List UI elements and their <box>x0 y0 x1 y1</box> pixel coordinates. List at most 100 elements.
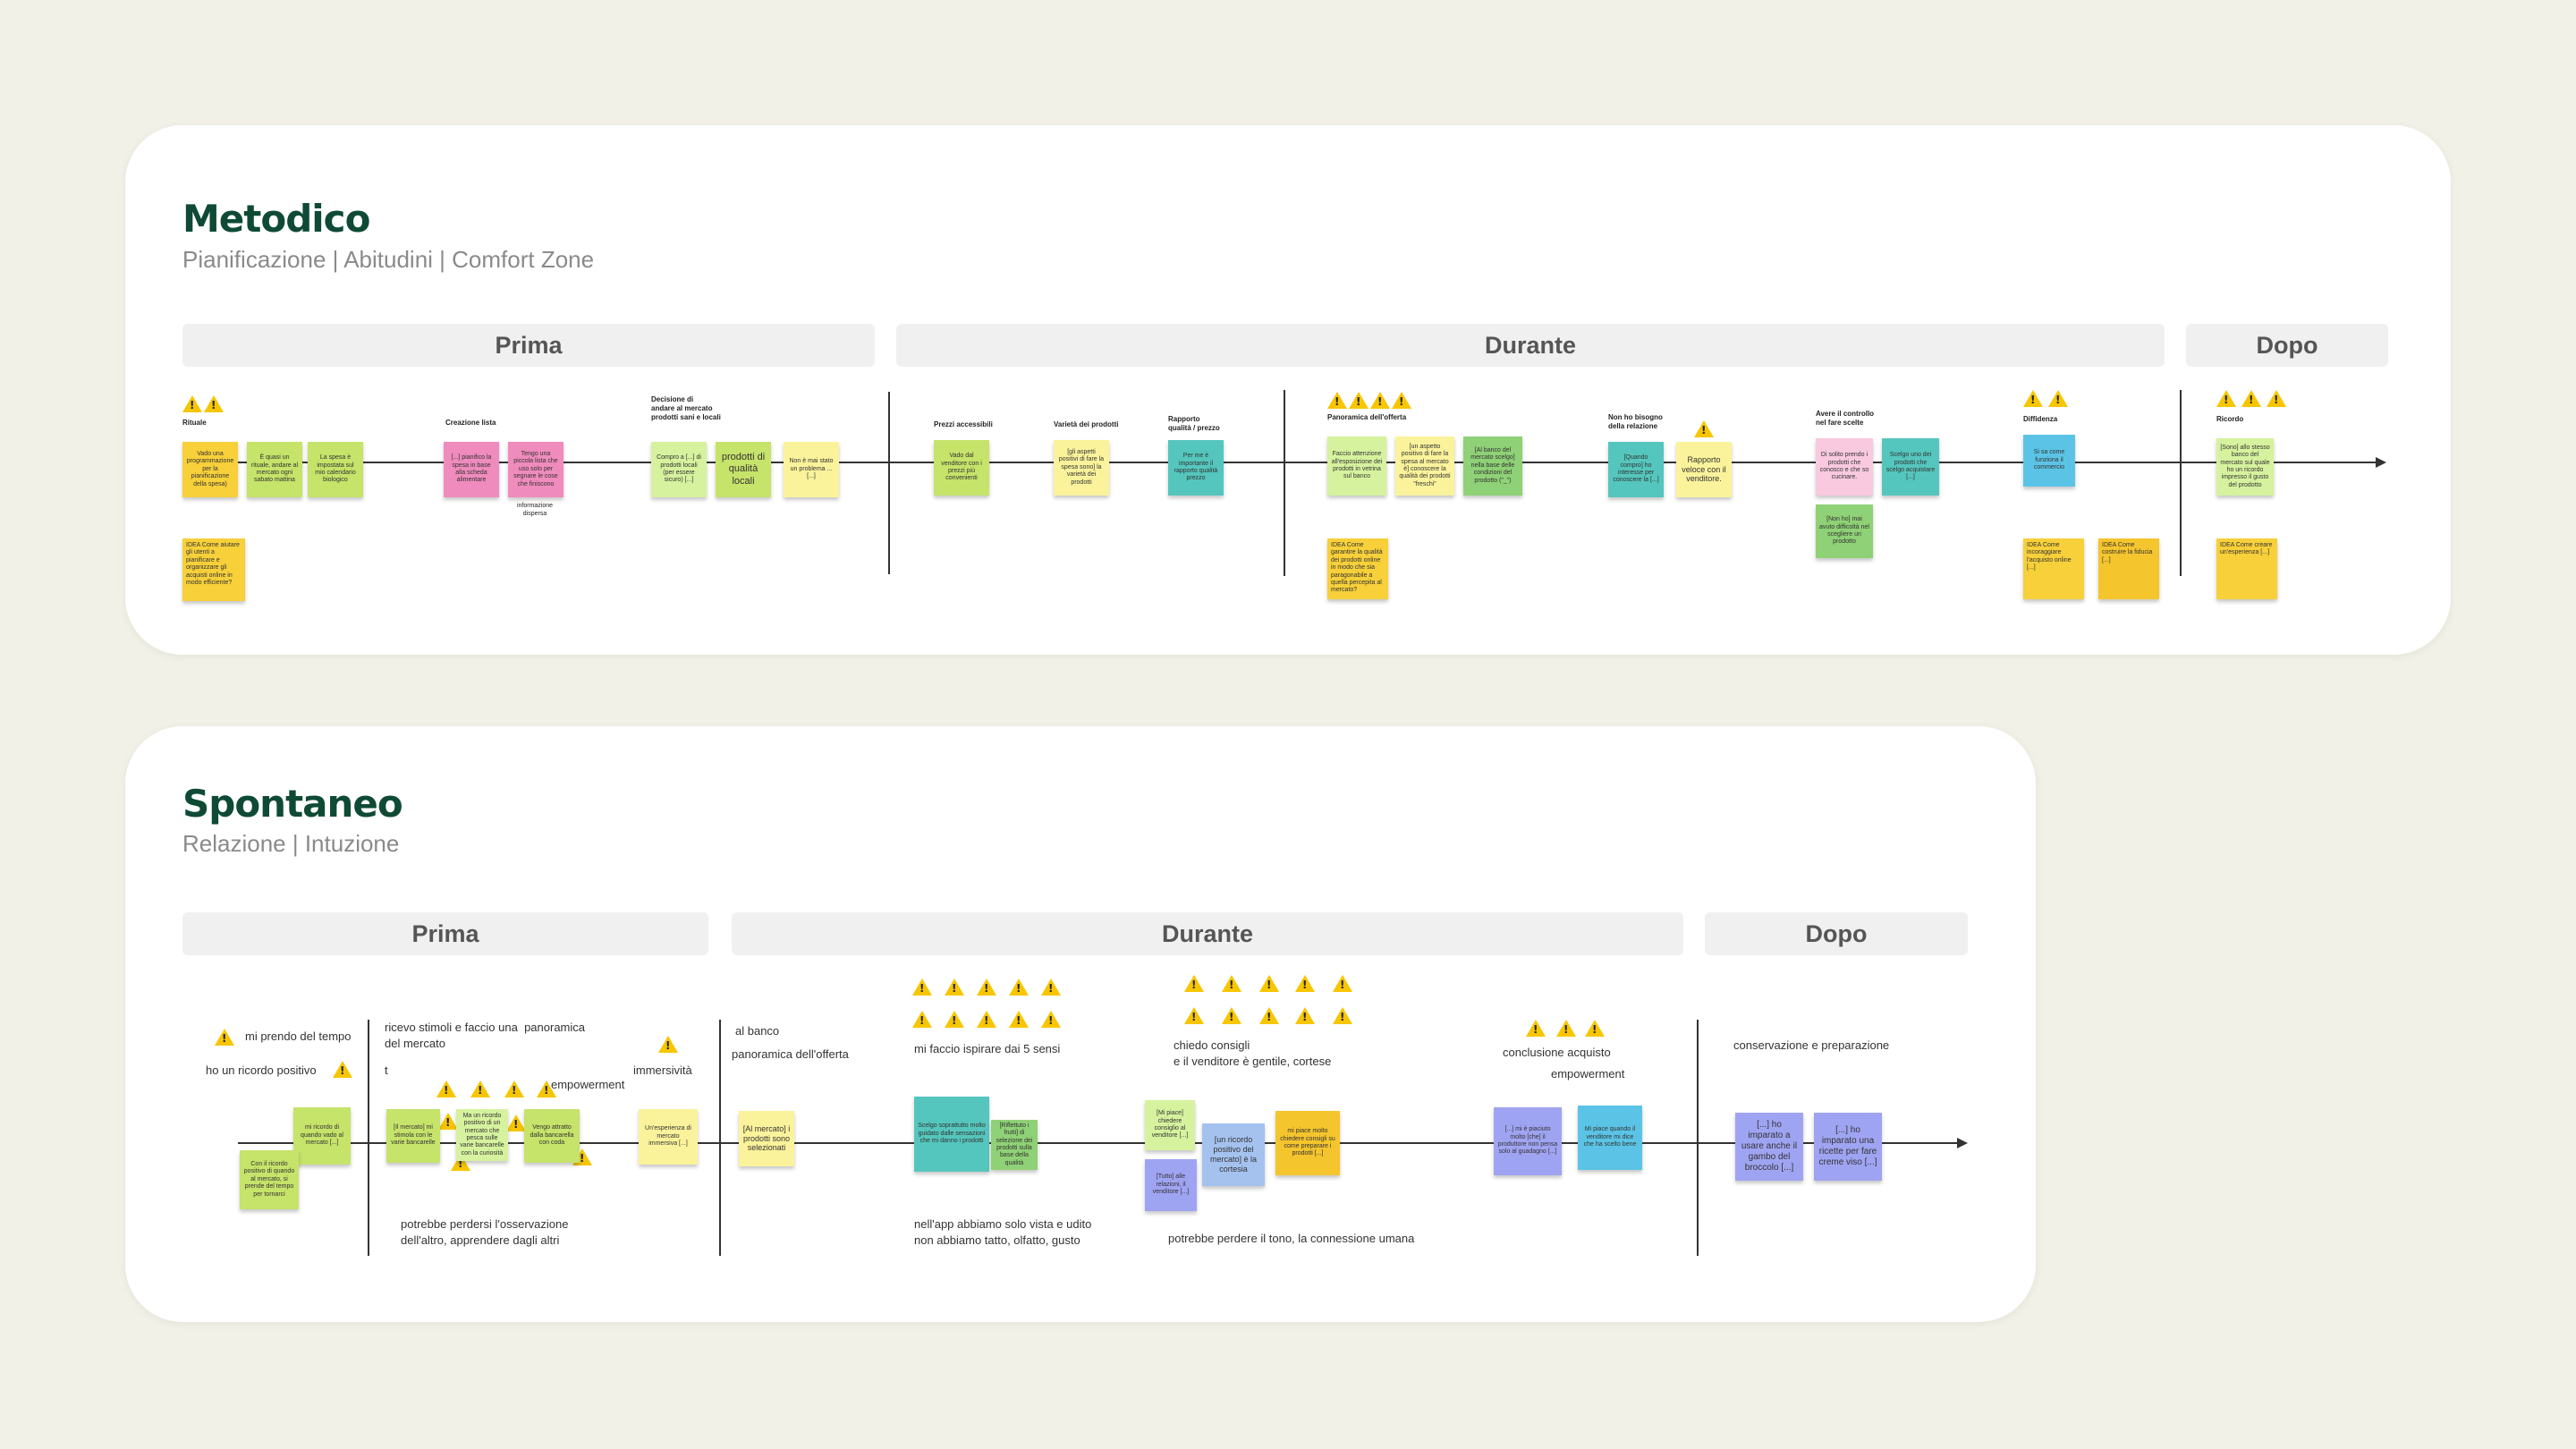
label-non-ho-bisogno: Non ho bisogno della relazione <box>1608 413 1663 430</box>
warning-icon <box>438 1113 458 1130</box>
warning-icon <box>537 1080 556 1097</box>
warning-icon <box>1295 975 1315 992</box>
warning-icon <box>945 1011 964 1028</box>
warning-icon <box>912 979 932 996</box>
sticky-note: [un aspetto positivo di fare la spesa al… <box>1395 436 1454 496</box>
text-potrebbe-perdere: potrebbe perdere il tono, la connessione… <box>1168 1232 1415 1245</box>
text-mi-prendo-tempo: mi prendo del tempo <box>245 1030 352 1043</box>
metodico-arrow-head <box>2376 457 2386 468</box>
warning-icon <box>215 1029 234 1046</box>
sticky-note: [Tutto] alle relazioni, il venditore [..… <box>1145 1159 1197 1211</box>
idea-note: IDEA Come costruire la fiducia [...] <box>2098 538 2159 599</box>
metodico-title: Metodico <box>182 197 370 241</box>
metodico-divider-2 <box>1284 390 1285 576</box>
warning-icon <box>977 1011 996 1028</box>
warning-icon <box>436 1080 456 1097</box>
warning-icon <box>2241 390 2261 407</box>
warning-icon <box>1333 975 1352 992</box>
text-app-sensi: nell'app abbiamo solo vista e udito non … <box>914 1217 1092 1248</box>
sticky-note: Faccio attenzione all'esposizione dei pr… <box>1327 436 1386 496</box>
sticky-note: Non è mai stato un problema ... [...] <box>784 442 839 497</box>
sticky-note: Un'esperienza di mercato immersiva [...] <box>639 1109 698 1165</box>
spontaneo-title: Spontaneo <box>182 782 403 826</box>
sticky-note: Vado dal venditore con i prezzi più conv… <box>934 440 989 496</box>
text-t: t <box>385 1063 388 1077</box>
warning-icon <box>2023 390 2043 407</box>
text-conservazione: conservazione e preparazione <box>1733 1038 1890 1052</box>
sticky-note: [...] mi è piaciuto molto [che] il produ… <box>1494 1107 1562 1175</box>
label-panoramica: Panoramica dell'offerta <box>1327 413 1407 421</box>
sticky-note: [Il mercato] mi stimola con le varie ban… <box>386 1109 440 1163</box>
spontaneo-flow-line <box>238 1142 1957 1144</box>
metodico-phase-dopo: Dopo <box>2186 324 2388 367</box>
warning-icon <box>1295 1007 1315 1024</box>
warning-icon <box>1327 392 1347 409</box>
warning-icon <box>2267 390 2286 407</box>
sticky-note: prodotti di qualità locali <box>716 442 771 497</box>
warning-icon <box>1222 1007 1241 1024</box>
warning-icon <box>1041 979 1061 996</box>
warning-icon <box>1259 975 1279 992</box>
sticky-note: È quasi un rituale, andare al mercato og… <box>247 442 302 497</box>
warning-icon <box>1041 1011 1061 1028</box>
warning-icon <box>2216 390 2236 407</box>
spontaneo-subtitle: Relazione | Intuzione <box>182 830 400 857</box>
sticky-note: mi ricordo di quando vado al mercato [..… <box>293 1107 351 1165</box>
sticky-note: Scelgo uno dei prodotti che scelgo acqui… <box>1882 438 1939 496</box>
sticky-note: [un ricordo positivo del mercato] è la c… <box>1202 1123 1265 1186</box>
spontaneo-divider-1 <box>368 1020 369 1256</box>
warning-icon <box>1526 1020 1546 1037</box>
sticky-note: [...] ho imparato una ricette per fare c… <box>1814 1113 1882 1181</box>
text-potrebbe-perdersi: potrebbe perdersi l'osservazione dell'al… <box>401 1217 569 1248</box>
sticky-note: [...] ho imparato a usare anche il gambo… <box>1735 1113 1803 1181</box>
spontaneo-divider-3 <box>1697 1020 1699 1256</box>
sticky-note: Per me è importante il rapporto qualità … <box>1168 440 1224 496</box>
sticky-note: Vado una programmazione per la pianifica… <box>182 442 238 497</box>
sticky-note: [Al mercato] i prodotti sono selezionati <box>739 1111 794 1166</box>
metodico-divider-3 <box>2180 390 2182 576</box>
warning-icon <box>1694 420 1714 437</box>
sticky-note: Ma un ricordo positivo di un mercato che… <box>456 1109 508 1161</box>
warning-icon <box>945 979 964 996</box>
warning-icon <box>470 1080 490 1097</box>
metodico-flow-line <box>182 462 2376 463</box>
text-al-banco: al banco <box>735 1024 780 1038</box>
sticky-note: [gli aspetti positivi di fare la spesa s… <box>1054 440 1109 496</box>
sticky-note: [Quando compro] ho interesse per conosce… <box>1608 442 1664 497</box>
metodico-subtitle: Pianificazione | Abitudini | Comfort Zon… <box>182 246 595 273</box>
sticky-note: [Mi piace] chiedere consiglio al vendito… <box>1145 1100 1195 1150</box>
warning-icon <box>333 1061 352 1078</box>
warning-icon <box>1585 1020 1605 1037</box>
sticky-note: Di solito prendo i prodotti che conosco … <box>1816 438 1873 496</box>
sticky-note: La spesa è impostata sul mio calendario … <box>308 442 363 497</box>
warning-icon <box>1349 392 1368 409</box>
label-avere-controllo: Avere il controllo nel fare scelte <box>1816 410 1875 427</box>
sticky-note: [Al banco del mercato scelgo] nella base… <box>1463 436 1522 496</box>
warning-icon <box>506 1114 526 1131</box>
sticky-note: mi piace molto chiedere consigli su come… <box>1275 1111 1340 1175</box>
warning-icon <box>1184 1007 1204 1024</box>
warning-icon <box>977 979 996 996</box>
sticky-note: [...] pianifico la spesa in base alla sc… <box>444 442 499 497</box>
warning-icon <box>2048 390 2068 407</box>
text-immersivita: immersività <box>633 1063 692 1077</box>
text-ricordo-positivo: ho un ricordo positivo <box>206 1063 317 1077</box>
idea-note: IDEA Come incoraggiare l'acquisto online… <box>2023 538 2084 599</box>
label-prezzi: Prezzi accessibili <box>934 420 993 428</box>
text-cinque-sensi: mi faccio ispirare dai 5 sensi <box>914 1042 1061 1055</box>
warning-icon <box>1184 975 1204 992</box>
warning-icon <box>1392 392 1411 409</box>
label-ricordo: Ricordo <box>2216 415 2244 423</box>
sticky-note: [Sono] allo stesso banco del mercato sul… <box>2216 438 2274 496</box>
sticky-note: Vengo attratto dalla bancarella con coda <box>524 1109 580 1163</box>
text-empowerment-2: empowerment <box>1551 1067 1625 1080</box>
spontaneo-panel <box>125 726 2036 1322</box>
warning-icon <box>182 395 202 412</box>
label-informazione-dispersa: informazione dispersa <box>516 503 554 517</box>
warning-icon <box>1333 1007 1352 1024</box>
label-diffidenza: Diffidenza <box>2023 415 2058 423</box>
text-chiedo-consigli: chiedo consigli e il venditore è gentile… <box>1174 1038 1332 1069</box>
warning-icon <box>1370 392 1390 409</box>
label-creazione-lista: Creazione lista <box>445 419 496 427</box>
label-rapporto: Rapporto qualità / prezzo <box>1168 415 1220 432</box>
